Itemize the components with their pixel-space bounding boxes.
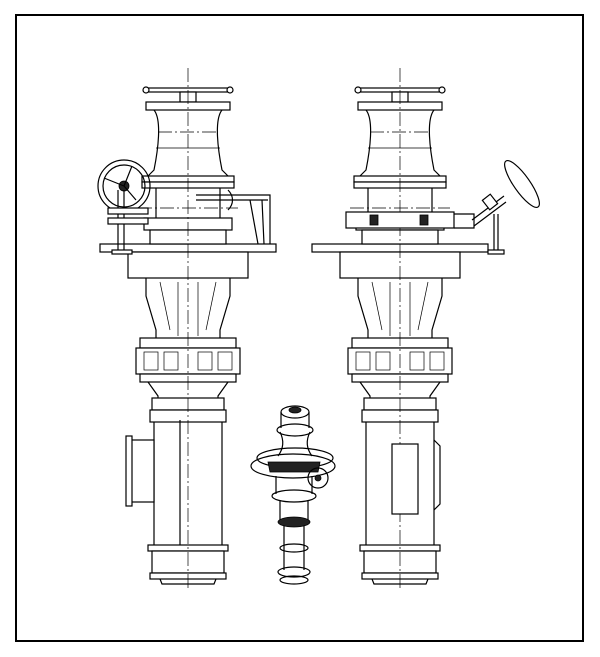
drawing-frame [15, 14, 584, 642]
isometric-view [250, 405, 336, 585]
front-view [97, 68, 277, 590]
side-view [311, 68, 540, 590]
